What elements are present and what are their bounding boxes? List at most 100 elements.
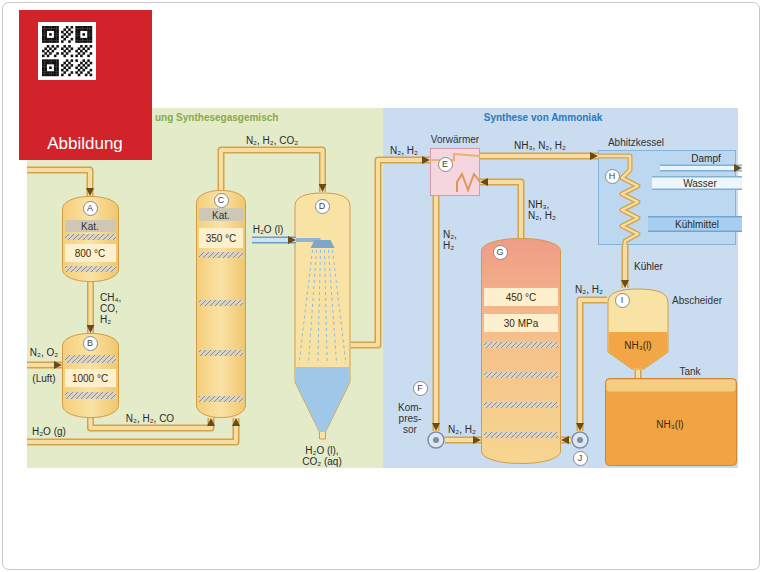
circulation-pump: J xyxy=(571,431,589,449)
qr-module xyxy=(47,40,50,43)
qr-module xyxy=(85,62,88,65)
qr-module xyxy=(75,71,78,74)
pump-casing xyxy=(428,432,444,448)
qr-module xyxy=(54,74,57,77)
callout-letter: E xyxy=(438,157,453,172)
pipe-core xyxy=(480,154,598,158)
qr-module xyxy=(49,40,52,43)
qr-module xyxy=(56,38,59,41)
stream-label: N₂, H₂ xyxy=(448,424,476,435)
condition-label: 1000 °C xyxy=(72,373,108,384)
qr-module xyxy=(49,47,52,50)
qr-module xyxy=(90,26,93,29)
heat-coil xyxy=(457,174,480,192)
qr-module xyxy=(80,62,83,65)
qr-module xyxy=(47,28,50,31)
stream-label: Wasser xyxy=(683,178,717,189)
pipe-wall xyxy=(621,245,628,288)
pipe-wall xyxy=(351,160,430,345)
callout-letter: I xyxy=(615,293,630,308)
qr-module xyxy=(85,45,88,48)
process-section: ung SynthesegasgemischAKat.800 °CB1000 °… xyxy=(27,108,383,468)
qr-module xyxy=(87,47,90,50)
qr-module xyxy=(54,40,57,43)
stream-label: H₂O (l) xyxy=(253,224,284,235)
qr-module xyxy=(82,38,85,41)
qr-module xyxy=(44,66,47,69)
section-title: ung Synthesegasgemisch xyxy=(155,112,278,123)
catalyst-bed xyxy=(199,252,243,258)
qr-module xyxy=(52,62,55,65)
qr-module xyxy=(44,31,47,34)
qr-module xyxy=(80,50,83,53)
stream-label: NH₃, N₂, H₂ xyxy=(514,140,566,151)
pipe-wall xyxy=(87,282,94,333)
qr-module xyxy=(42,69,45,72)
preheater-body xyxy=(431,149,480,196)
cooling-coil-core xyxy=(598,156,638,245)
qr-module xyxy=(54,26,57,29)
qr-module xyxy=(42,31,45,34)
condition-band xyxy=(65,369,116,387)
pipe-core xyxy=(636,370,640,378)
air-pipe xyxy=(27,365,62,366)
callout-letter: B xyxy=(83,336,98,351)
stream-label: N₂, O₂ xyxy=(30,347,58,358)
gas-washer-shape xyxy=(294,192,351,440)
qr-module xyxy=(75,31,78,34)
pipe-connector xyxy=(436,196,437,431)
qr-module xyxy=(85,40,88,43)
qr-module xyxy=(44,71,47,74)
pipe-wall xyxy=(580,300,607,431)
qr-module xyxy=(49,71,52,74)
qr-module xyxy=(85,74,88,77)
qr-module xyxy=(68,33,71,36)
qr-module xyxy=(49,52,52,55)
qr-module xyxy=(87,55,90,58)
pipe-core xyxy=(660,166,742,170)
pipe-connector xyxy=(351,160,430,345)
pipe-wall xyxy=(221,150,323,192)
condition-band xyxy=(65,244,116,262)
qr-module xyxy=(42,38,45,41)
qr-module xyxy=(90,62,93,65)
unit-label: Kom- pres- sor xyxy=(395,402,425,435)
qr-module xyxy=(82,69,85,72)
qr-module xyxy=(78,69,81,72)
stream-label: CH₄, CO, H₂ xyxy=(100,292,128,325)
qr-module xyxy=(44,28,47,31)
qr-module xyxy=(44,74,47,77)
callout-letter: J xyxy=(573,451,588,466)
qr-module xyxy=(71,71,74,74)
catalyst-bed xyxy=(484,342,558,348)
pipe-core xyxy=(480,182,521,238)
qr-module xyxy=(49,59,52,62)
qr-module xyxy=(63,71,66,74)
qr-module xyxy=(42,74,45,77)
qr-module xyxy=(47,45,50,48)
qr-module xyxy=(54,69,57,72)
qr-module xyxy=(44,47,47,50)
qr-module xyxy=(61,47,64,50)
pipe-wall xyxy=(635,370,642,378)
pipe-core xyxy=(89,282,93,333)
qr-module xyxy=(80,71,83,74)
qr-module xyxy=(80,45,83,48)
condition-label: NH₃(l) xyxy=(656,419,683,430)
qr-module xyxy=(63,62,66,65)
qr-module xyxy=(90,31,93,34)
qr-module xyxy=(71,55,74,58)
pipe-connector xyxy=(90,282,91,333)
pipe-core xyxy=(27,363,62,367)
stream-label: N₂, H₂ xyxy=(443,229,463,251)
qr-module xyxy=(80,66,83,69)
qr-module xyxy=(66,64,69,67)
unit-label: Vorwärmer xyxy=(431,134,479,145)
qr-module xyxy=(61,52,64,55)
qr-module xyxy=(56,40,59,43)
qr-module xyxy=(90,74,93,77)
qr-module xyxy=(56,31,59,34)
qr-module xyxy=(44,33,47,36)
qr-module xyxy=(82,59,85,62)
catalyst-bed xyxy=(199,300,243,306)
